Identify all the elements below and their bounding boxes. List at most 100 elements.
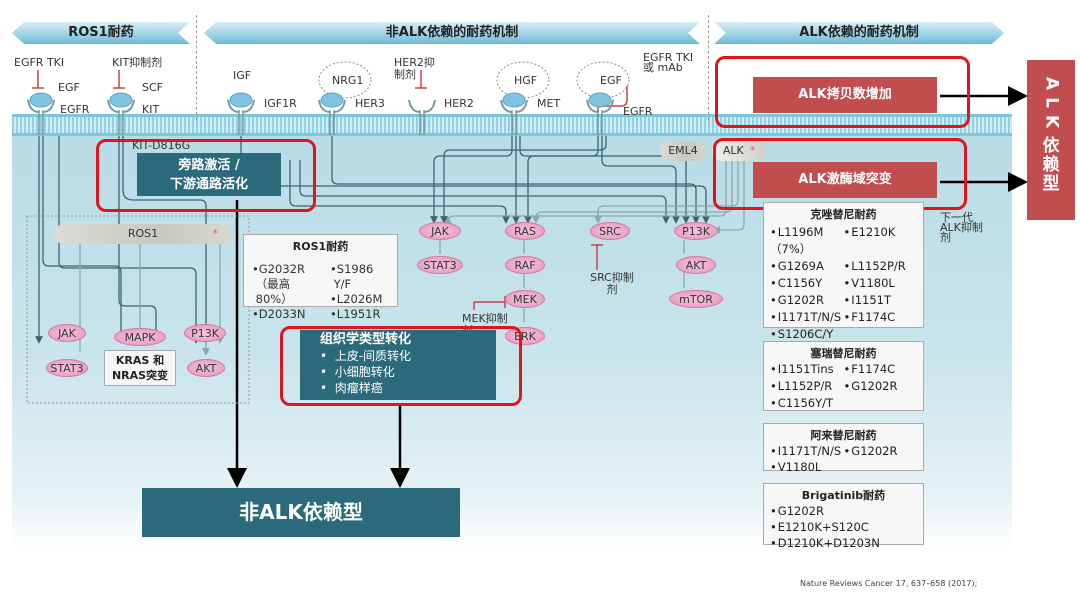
mutation-item: F1174C	[844, 309, 918, 326]
mutation-item: V1180L	[770, 459, 844, 475]
alk-fusion-pill: ALK *	[712, 141, 766, 161]
mutation-item: S1206C/Y	[770, 326, 844, 343]
ros1-resistance-title: ROS1耐药	[292, 240, 349, 253]
mutation-item: C1156Y/T	[770, 395, 844, 412]
src-inhibitor-label: SRC抑制剂	[590, 271, 634, 296]
alk-dependent-box: A L K 依 赖 型	[1027, 60, 1075, 220]
kit-label: KIT	[142, 103, 160, 116]
mutation-item: G1269A	[770, 258, 844, 275]
mutation-item: L1196M（7%）	[770, 224, 844, 258]
mutation-item: E1210K	[844, 224, 918, 258]
node-ras: RAS	[505, 222, 545, 240]
bypass-line-2: 下游通路活化	[169, 177, 248, 192]
mutation-item: G1202R	[844, 443, 918, 459]
alk-copy-number-box: ALK拷贝数增加	[753, 77, 937, 113]
eml4-label: EML4	[668, 144, 698, 157]
ros1-mutation: •L1951R	[330, 307, 381, 321]
alk-kinase-mutation-box: ALK激酶域突变	[753, 162, 937, 198]
mutation-item: C1156Y	[770, 275, 844, 292]
scf-label: SCF	[142, 81, 163, 94]
egfr-label: EGFR	[60, 103, 90, 116]
crizotinib-title: 克唑替尼耐药	[810, 208, 877, 221]
nras-label: NRAS突变	[111, 369, 169, 382]
ros1-fusion-pill: ROS1 *	[54, 224, 232, 244]
igf1r-label: IGF1R	[264, 97, 297, 110]
banner-alk-label: ALK依赖的耐药机制	[799, 25, 919, 40]
node-mek: MEK	[505, 290, 545, 308]
igf-label: IGF	[233, 69, 252, 82]
node-jak: JAK	[419, 222, 461, 240]
mutation-item: G1202R	[770, 503, 917, 519]
bypass-activation-box: 旁路激活 / 下游通路活化	[137, 153, 281, 196]
ceritinib-mutation-list: I1151Tins F1174C L1152P/R G1202R C1156Y/…	[764, 361, 923, 412]
alk-dependent-char: K	[1041, 114, 1062, 129]
kras-nras-box: KRAS 和 NRAS突变	[104, 350, 176, 386]
histology-highlight-frame	[280, 326, 522, 406]
ros1-resistance-col1: •G2032R （最高 80%） •D2033N	[252, 262, 306, 322]
egfr-tki-label: EGFR TKI	[14, 56, 65, 69]
mutation-item: F1174C	[844, 361, 918, 378]
kit-inhibitor-label: KIT抑制剂	[112, 56, 163, 69]
brigatinib-title: Brigatinib耐药	[801, 489, 886, 502]
next-gen-alk-inhibitor-label: 下一代ALK抑制剂	[940, 211, 983, 244]
banner-ros1-label: ROS1耐药	[68, 25, 134, 40]
ros1-mutation-note: Y/F	[333, 277, 352, 291]
mutation-item: L1152P/R	[770, 378, 844, 395]
ros1-mutation-note: 80%）	[255, 292, 293, 306]
mutation-item: D1210K+D1203N	[770, 535, 917, 551]
mutation-item: G1202R	[844, 378, 918, 395]
node-stat3: STAT3	[417, 256, 463, 274]
ros1-resistance-col2: •S1986 Y/F •L2026M •L1951R	[330, 262, 382, 322]
kras-label: KRAS 和	[115, 354, 165, 367]
met-label: MET	[537, 97, 561, 110]
ros1-mutation-note: （最高	[255, 277, 291, 291]
ros1-label: ROS1	[127, 227, 159, 240]
ros1-node-jak: JAK	[48, 324, 86, 342]
mutation-item: I1151Tins	[770, 361, 844, 378]
alk-kinase-highlight-frame	[713, 138, 967, 210]
node-mtor: mTOR	[669, 290, 723, 308]
alectinib-resistance-box: 阿来替尼耐药 I1171T/N/S G1202R V1180L	[763, 423, 924, 474]
crizotinib-resistance-box: 克唑替尼耐药 L1196M（7%） E1210K G1269A L1152P/R…	[763, 202, 924, 341]
alectinib-mutation-list: I1171T/N/S G1202R V1180L	[764, 443, 923, 475]
banner-non-alk-label: 非ALK依赖的耐药机制	[385, 25, 519, 40]
kit-d816g-label: KIT-D816G	[132, 139, 191, 152]
ros1-mutation: •D2033N	[252, 307, 306, 321]
mutation-item: G1202R	[770, 292, 844, 309]
histology-item: • 肉瘤样癌	[320, 381, 383, 395]
banner-non-alk: 非ALK依赖的耐药机制	[204, 22, 700, 44]
egfr-right-label: EGFR	[623, 105, 653, 118]
ceritinib-resistance-box: 塞瑞替尼耐药 I1151Tins F1174C L1152P/R G1202R …	[763, 341, 924, 411]
alk-label: ALK	[722, 144, 744, 157]
egf-right-label: EGF	[600, 74, 622, 87]
ros1-node-stat3: STAT3	[46, 359, 88, 377]
citation: Nature Reviews Cancer 17, 637–658 (2017)…	[800, 579, 978, 588]
histology-transformation-box: 组织学类型转化 • 上皮-间质转化 • 小细胞转化 • 肉瘤样癌	[300, 330, 496, 400]
her3-label: HER3	[355, 97, 385, 110]
mutation-star-icon: *	[212, 227, 219, 240]
mutation-item: I1151T	[844, 292, 918, 309]
egf-label: EGF	[58, 81, 80, 94]
mutation-item: I1171T/N/S	[770, 443, 844, 459]
eml4-pill: EML4	[660, 141, 706, 161]
alk-dependent-char: 赖	[1042, 155, 1060, 175]
egfr-tki-mab-label: EGFR TKI 或 mAb	[643, 51, 694, 74]
ros1-node-mapk: MAPK	[114, 328, 166, 346]
mutation-item: L1152P/R	[844, 258, 918, 275]
node-p13k: P13K	[674, 222, 718, 240]
histology-title: 组织学类型转化	[320, 332, 412, 347]
bypass-line-1: 旁路激活 /	[178, 158, 240, 173]
banner-alk: ALK依赖的耐药机制	[714, 22, 1004, 44]
ros1-node-akt: AKT	[187, 359, 225, 377]
ceritinib-title: 塞瑞替尼耐药	[810, 347, 877, 360]
mutation-item: V1180L	[844, 275, 918, 292]
ros1-mutation: •G2032R	[252, 262, 305, 276]
mutation-star-icon: *	[749, 144, 756, 157]
her2-label: HER2	[444, 97, 474, 110]
alk-copy-highlight-frame	[715, 56, 970, 128]
node-raf: RAF	[505, 256, 545, 274]
nrg1-label: NRG1	[332, 74, 364, 87]
ros1-node-p13k: P13K	[184, 324, 226, 342]
alk-dependent-char: 型	[1042, 174, 1060, 194]
